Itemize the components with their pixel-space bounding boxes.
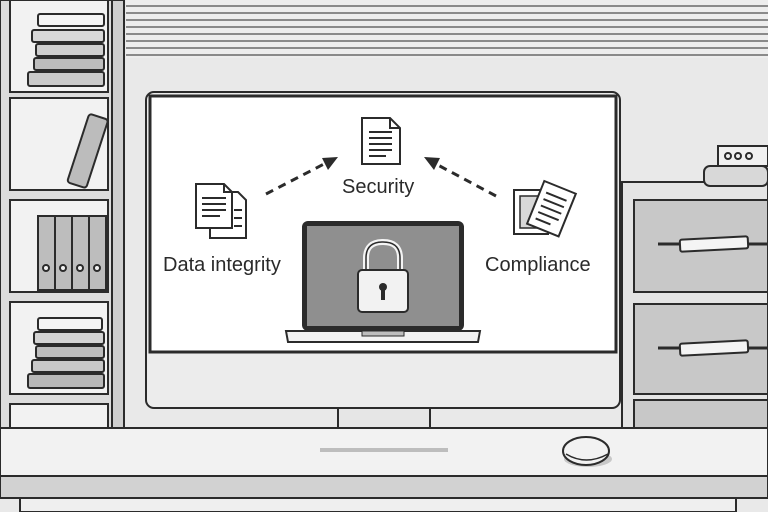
security-label: Security xyxy=(342,176,415,198)
arrow-left-to-security xyxy=(265,157,338,196)
padlock-icon xyxy=(357,238,409,313)
bookshelf xyxy=(0,0,125,431)
documents-icon xyxy=(195,183,247,239)
compliance-label: Compliance xyxy=(485,254,591,276)
computer-mouse xyxy=(562,436,612,467)
arrow-right-to-security xyxy=(424,157,497,198)
desk xyxy=(0,427,768,512)
checklist-icon xyxy=(513,179,578,238)
window-blinds xyxy=(126,0,768,58)
data-integrity-label: Data integrity xyxy=(163,254,281,276)
document-icon xyxy=(361,117,401,165)
filing-cabinet xyxy=(621,145,768,433)
